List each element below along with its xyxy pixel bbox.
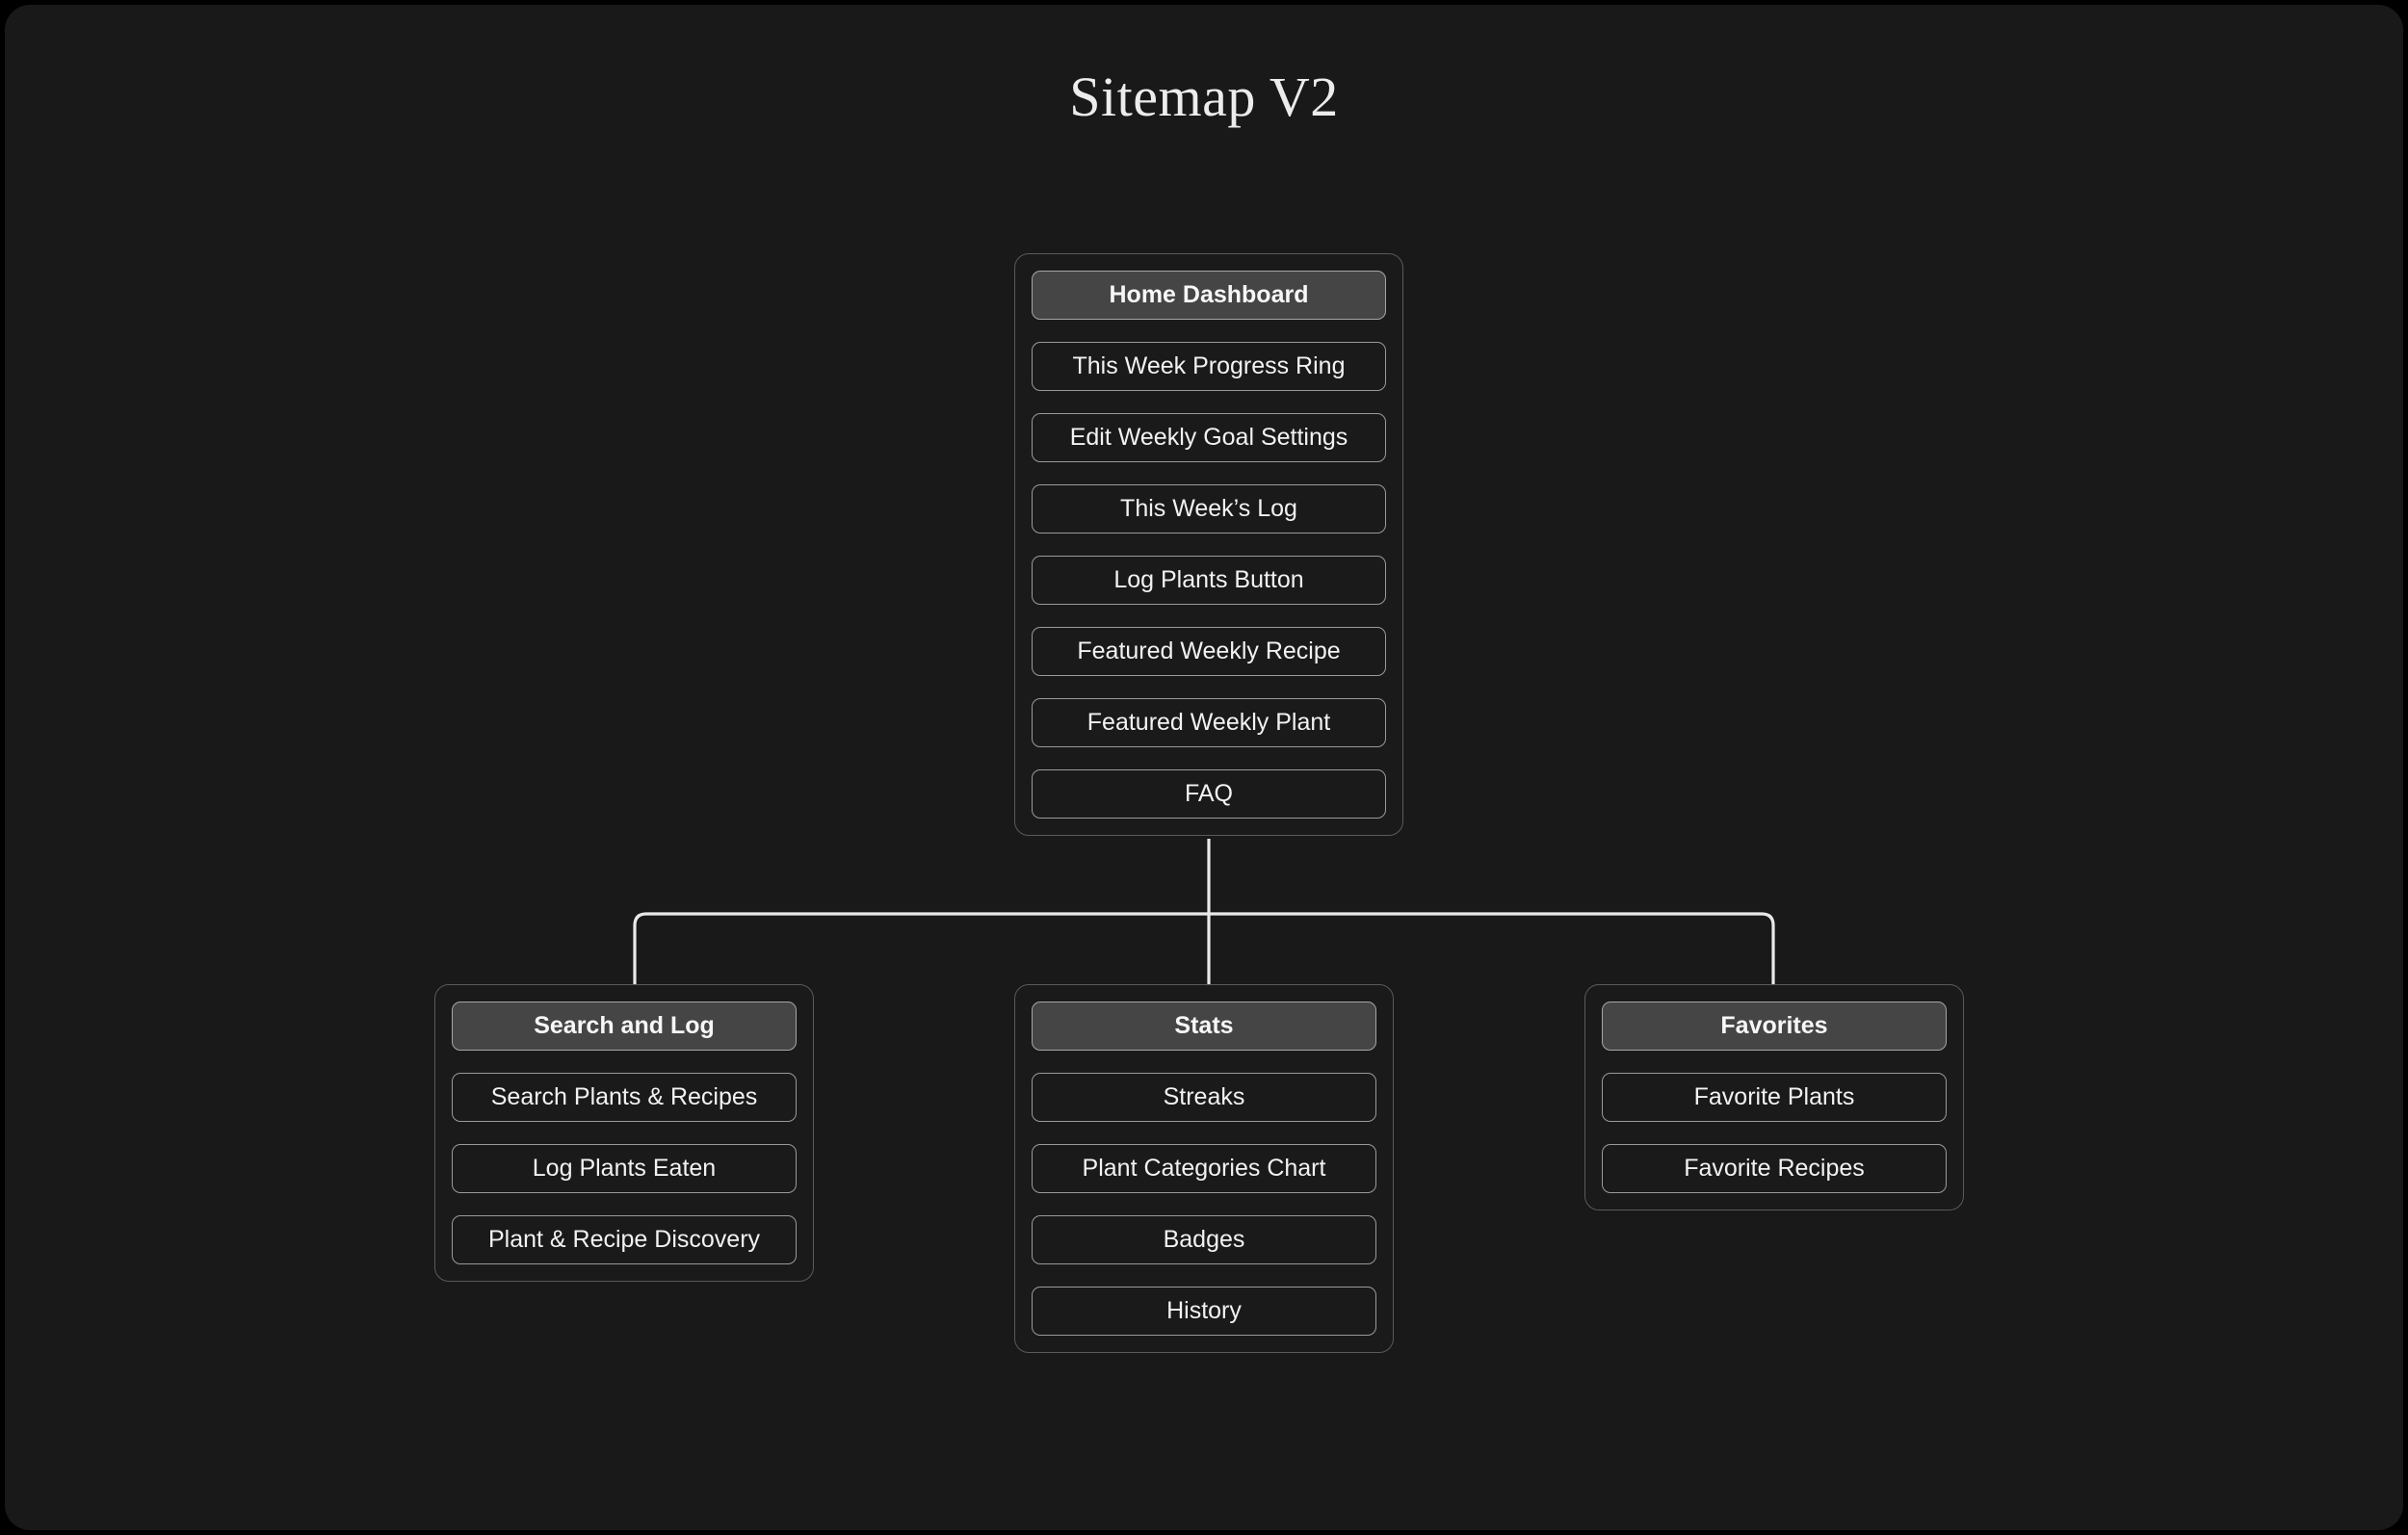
node-favorite-recipes[interactable]: Favorite Recipes — [1602, 1144, 1947, 1193]
node-faq[interactable]: FAQ — [1032, 769, 1386, 819]
diagram-canvas: Sitemap V2 Home Dashboard This Week Prog… — [5, 5, 2403, 1530]
node-home-dashboard[interactable]: Home Dashboard — [1032, 271, 1386, 320]
page-title: Sitemap V2 — [1069, 65, 1339, 128]
card-home-dashboard: Home Dashboard This Week Progress Ring E… — [1014, 253, 1403, 836]
node-plant-and-recipe-discovery[interactable]: Plant & Recipe Discovery — [452, 1215, 797, 1264]
node-favorite-plants[interactable]: Favorite Plants — [1602, 1073, 1947, 1122]
node-edit-weekly-goal-settings[interactable]: Edit Weekly Goal Settings — [1032, 413, 1386, 462]
connector-to-favorites — [1209, 912, 1775, 984]
node-featured-weekly-plant[interactable]: Featured Weekly Plant — [1032, 698, 1386, 747]
node-log-plants-eaten[interactable]: Log Plants Eaten — [452, 1144, 797, 1193]
card-favorites: Favorites Favorite Plants Favorite Recip… — [1584, 984, 1964, 1210]
node-plant-categories-chart[interactable]: Plant Categories Chart — [1032, 1144, 1376, 1193]
node-log-plants-button[interactable]: Log Plants Button — [1032, 556, 1386, 605]
node-search-and-log[interactable]: Search and Log — [452, 1002, 797, 1051]
connector-to-search — [633, 912, 1209, 984]
node-featured-weekly-recipe[interactable]: Featured Weekly Recipe — [1032, 627, 1386, 676]
card-stats: Stats Streaks Plant Categories Chart Bad… — [1014, 984, 1394, 1353]
node-this-week-progress-ring[interactable]: This Week Progress Ring — [1032, 342, 1386, 391]
node-badges[interactable]: Badges — [1032, 1215, 1376, 1264]
node-this-weeks-log[interactable]: This Week’s Log — [1032, 484, 1386, 533]
card-search-and-log: Search and Log Search Plants & Recipes L… — [434, 984, 814, 1282]
node-favorites[interactable]: Favorites — [1602, 1002, 1947, 1051]
node-search-plants-and-recipes[interactable]: Search Plants & Recipes — [452, 1073, 797, 1122]
node-stats[interactable]: Stats — [1032, 1002, 1376, 1051]
node-streaks[interactable]: Streaks — [1032, 1073, 1376, 1122]
node-history[interactable]: History — [1032, 1287, 1376, 1336]
